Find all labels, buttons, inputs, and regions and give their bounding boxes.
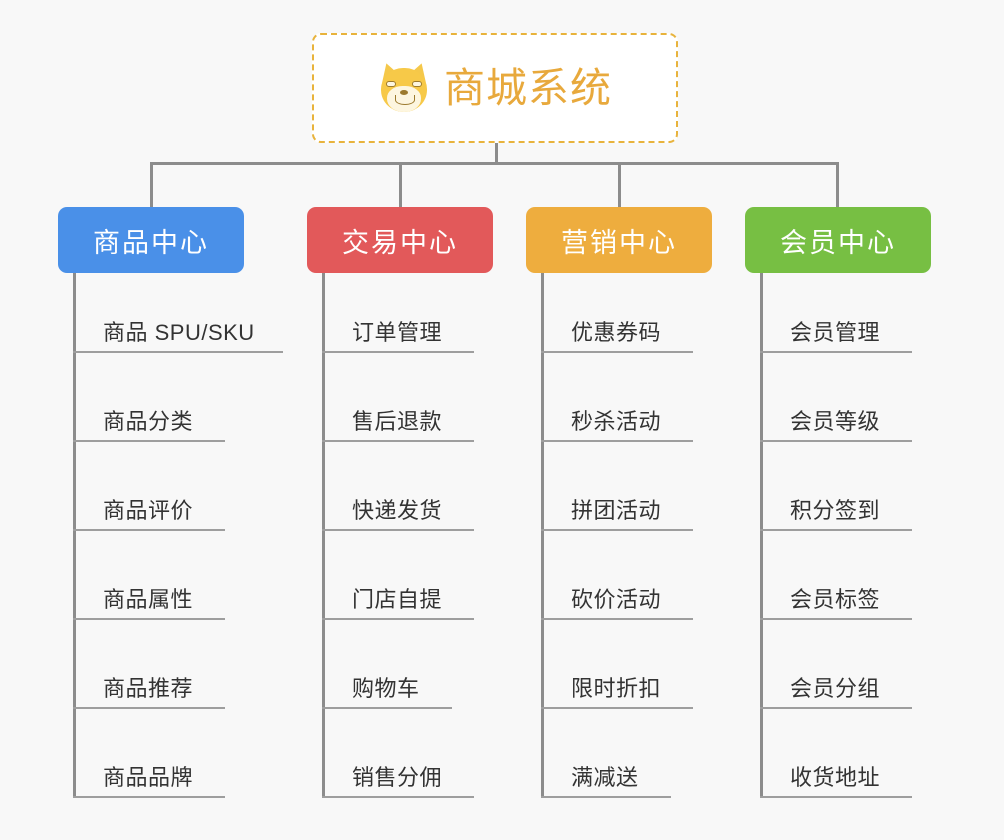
leaf-item-label: 会员标签 <box>790 587 881 612</box>
leaf-item[interactable]: 销售分佣 <box>322 758 474 798</box>
leaf-item-underline <box>760 707 912 709</box>
leaf-item[interactable]: 拼团活动 <box>541 491 693 531</box>
leaf-item-underline <box>541 440 693 442</box>
connector-root-stem <box>495 143 498 165</box>
leaf-item[interactable]: 满减送 <box>541 758 671 798</box>
leaf-item-label: 会员等级 <box>790 409 881 434</box>
leaf-item[interactable]: 售后退款 <box>322 402 474 442</box>
leaf-item-label: 积分签到 <box>790 498 881 523</box>
leaf-item-underline <box>322 618 474 620</box>
leaf-item-underline <box>541 351 693 353</box>
leaf-item-underline <box>322 529 474 531</box>
leaf-item-label: 秒杀活动 <box>571 409 662 434</box>
leaf-item[interactable]: 积分签到 <box>760 491 912 531</box>
leaf-item-underline <box>322 796 474 798</box>
leaf-item-label: 满减送 <box>571 765 639 790</box>
leaf-item-underline <box>541 529 693 531</box>
leaf-item[interactable]: 会员管理 <box>760 313 912 353</box>
column-spine-line <box>541 273 544 798</box>
leaf-item-label: 商品评价 <box>103 498 194 523</box>
leaf-item-underline <box>541 707 693 709</box>
leaf-item[interactable]: 秒杀活动 <box>541 402 693 442</box>
leaf-item[interactable]: 购物车 <box>322 669 452 709</box>
leaf-item-label: 砍价活动 <box>571 587 662 612</box>
leaf-item-label: 商品 SPU/SKU <box>103 320 255 345</box>
leaf-item[interactable]: 商品 SPU/SKU <box>73 313 283 353</box>
leaf-item-underline <box>73 796 225 798</box>
leaf-item[interactable]: 限时折扣 <box>541 669 693 709</box>
connector-drop-3 <box>618 162 621 208</box>
leaf-item[interactable]: 商品评价 <box>73 491 225 531</box>
leaf-item[interactable]: 订单管理 <box>322 313 474 353</box>
leaf-item-underline <box>322 707 452 709</box>
leaf-item[interactable]: 优惠券码 <box>541 313 693 353</box>
leaf-item[interactable]: 砍价活动 <box>541 580 693 620</box>
column-spine-line <box>760 273 763 798</box>
leaf-item-label: 销售分佣 <box>352 765 443 790</box>
leaf-item-underline <box>73 351 283 353</box>
leaf-item[interactable]: 门店自提 <box>322 580 474 620</box>
leaf-item-underline <box>322 351 474 353</box>
root-node-mall-system[interactable]: 商城系统 <box>312 33 678 143</box>
leaf-item-underline <box>760 618 912 620</box>
leaf-item-label: 拼团活动 <box>571 498 662 523</box>
leaf-item[interactable]: 快递发货 <box>322 491 474 531</box>
leaf-item-label: 商品属性 <box>103 587 194 612</box>
leaf-item-label: 商品品牌 <box>103 765 194 790</box>
leaf-item-underline <box>760 440 912 442</box>
leaf-item-label: 售后退款 <box>352 409 443 434</box>
leaf-item[interactable]: 会员标签 <box>760 580 912 620</box>
leaf-item-label: 会员分组 <box>790 676 881 701</box>
leaf-item[interactable]: 商品推荐 <box>73 669 225 709</box>
leaf-item[interactable]: 会员分组 <box>760 669 912 709</box>
leaf-item-underline <box>760 796 912 798</box>
leaf-item[interactable]: 商品品牌 <box>73 758 225 798</box>
leaf-item-underline <box>760 529 912 531</box>
leaf-item-underline <box>541 618 693 620</box>
leaf-item-underline <box>73 618 225 620</box>
leaf-item-underline <box>73 440 225 442</box>
leaf-item[interactable]: 商品分类 <box>73 402 225 442</box>
category-header[interactable]: 交易中心 <box>307 207 493 273</box>
leaf-item[interactable]: 会员等级 <box>760 402 912 442</box>
leaf-item-label: 会员管理 <box>790 320 881 345</box>
leaf-item-label: 快递发货 <box>352 498 443 523</box>
leaf-item-label: 门店自提 <box>352 587 443 612</box>
leaf-item-underline <box>322 440 474 442</box>
leaf-item-label: 商品推荐 <box>103 676 194 701</box>
category-header[interactable]: 商品中心 <box>58 207 244 273</box>
leaf-item-underline <box>73 707 225 709</box>
connector-horizontal-bus <box>150 162 839 165</box>
column-spine-line <box>322 273 325 798</box>
category-header[interactable]: 会员中心 <box>745 207 931 273</box>
leaf-item[interactable]: 收货地址 <box>760 758 912 798</box>
leaf-item-underline <box>541 796 671 798</box>
leaf-item-underline <box>760 351 912 353</box>
leaf-item[interactable]: 商品属性 <box>73 580 225 620</box>
leaf-item-label: 优惠券码 <box>571 320 662 345</box>
category-header-label: 交易中心 <box>342 227 458 258</box>
category-header[interactable]: 营销中心 <box>526 207 712 273</box>
leaf-item-label: 收货地址 <box>790 765 881 790</box>
leaf-item-label: 订单管理 <box>352 320 443 345</box>
connector-drop-2 <box>399 162 402 208</box>
leaf-item-label: 限时折扣 <box>571 676 662 701</box>
category-header-label: 商品中心 <box>93 227 209 258</box>
root-node-title: 商城系统 <box>444 64 612 111</box>
column-spine-line <box>73 273 76 798</box>
connector-drop-1 <box>150 162 153 208</box>
category-header-label: 会员中心 <box>780 227 896 258</box>
leaf-item-label: 购物车 <box>352 676 420 701</box>
leaf-item-underline <box>73 529 225 531</box>
dog-face-icon <box>376 60 432 114</box>
leaf-item-label: 商品分类 <box>103 409 194 434</box>
connector-drop-4 <box>836 162 839 208</box>
category-header-label: 营销中心 <box>561 227 677 258</box>
